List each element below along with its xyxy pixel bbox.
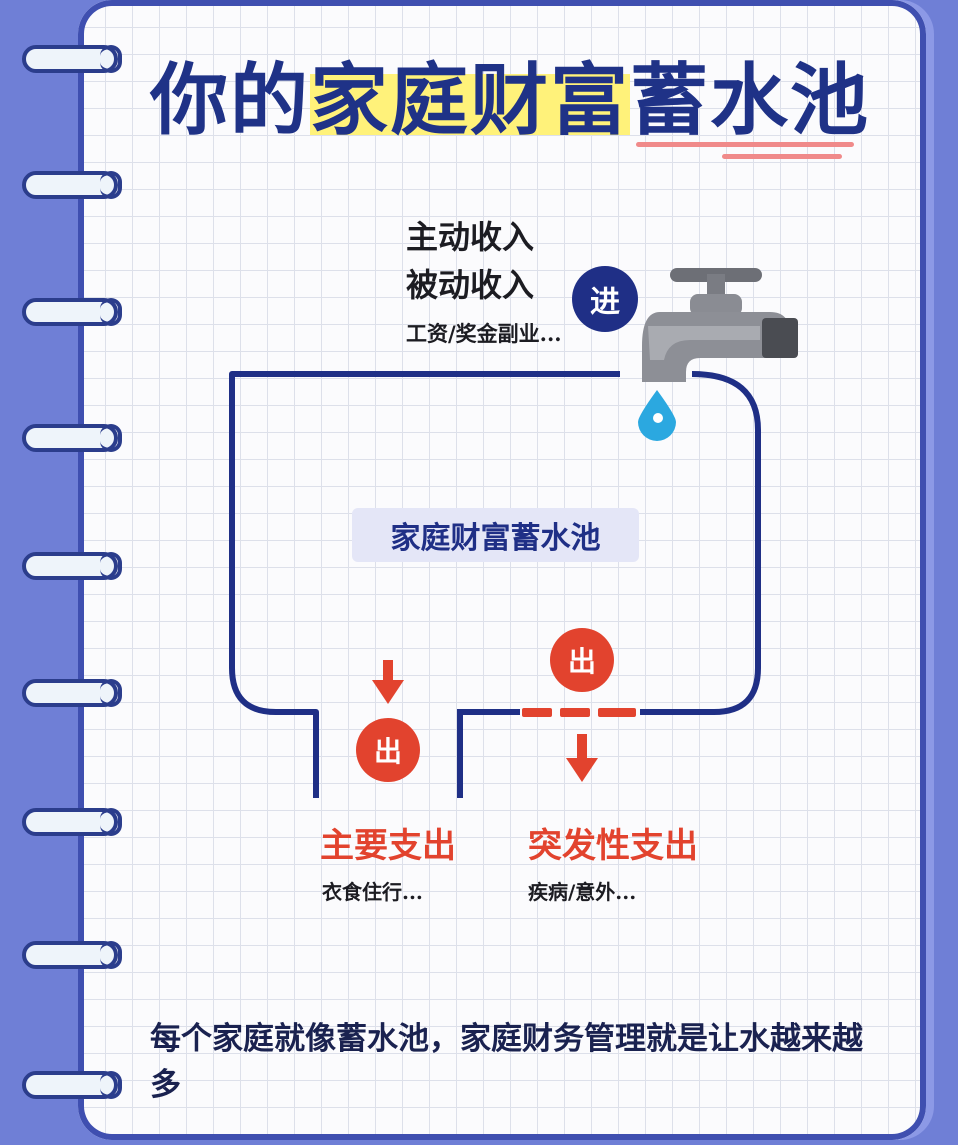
outflow-sudden-title: 突发性支出 bbox=[528, 818, 698, 867]
arrow-down-main-icon bbox=[372, 660, 404, 704]
pool-outlet-right bbox=[460, 712, 520, 798]
outflow-main-title: 主要支出 bbox=[320, 818, 456, 867]
outflow-sudden-sub: 疾病/意外... bbox=[528, 876, 636, 905]
arrow-down-sudden-icon bbox=[566, 734, 598, 782]
pool-label: 家庭财富蓄水池 bbox=[352, 508, 639, 562]
outflow-main-sub: 衣食住行... bbox=[322, 876, 423, 905]
pool-outline bbox=[232, 374, 620, 798]
faucet-icon bbox=[642, 268, 798, 382]
water-drop-icon bbox=[638, 390, 676, 441]
footer-caption: 每个家庭就像蓄水池，家庭财务管理就是让水越来越多 bbox=[150, 1016, 870, 1108]
leak-dashes bbox=[522, 708, 636, 717]
outflow-sudden-badge: 出 bbox=[550, 628, 614, 692]
outflow-main-badge: 出 bbox=[356, 718, 420, 782]
